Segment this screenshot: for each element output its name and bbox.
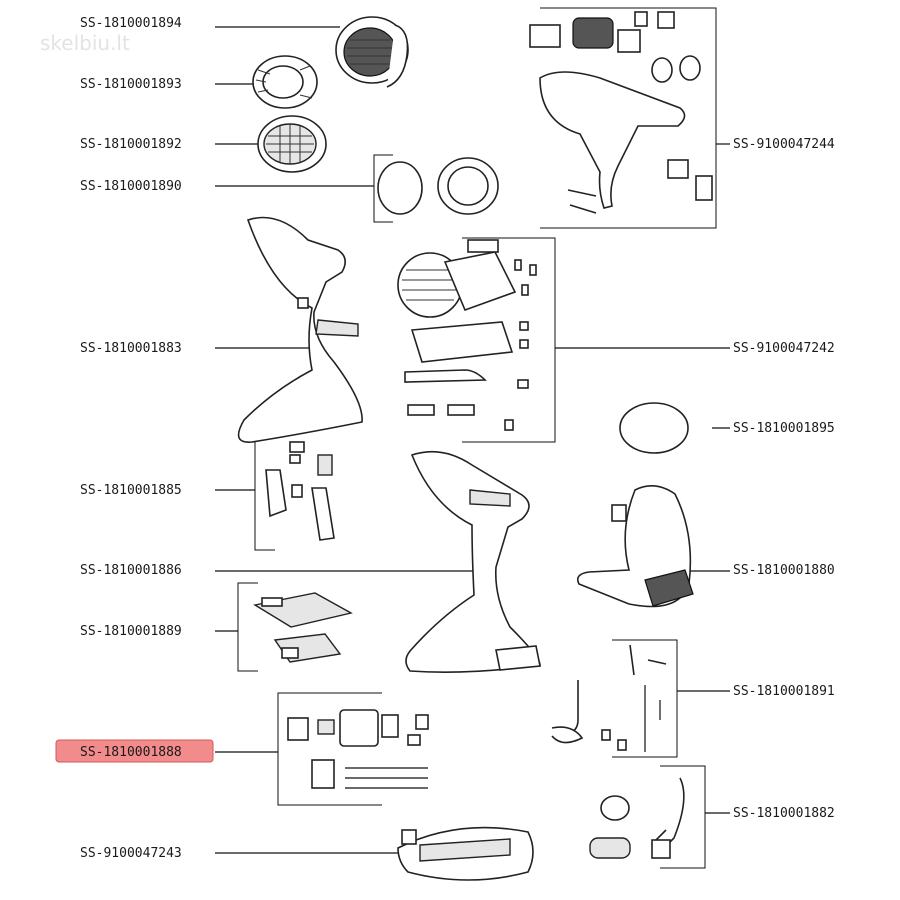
part-upper-handle	[237, 216, 363, 443]
part-main-body	[405, 450, 541, 673]
bracket-1882	[660, 765, 706, 869]
part-grille	[257, 115, 327, 173]
label-ss-1810001882[interactable]: SS-1810001882	[733, 806, 835, 821]
label-ss-1810001886[interactable]: SS-1810001886	[80, 563, 182, 578]
label-ss-1810001885[interactable]: SS-1810001885	[80, 483, 182, 498]
watermark: skelbiu.lt	[40, 31, 130, 55]
label-ss-1810001893[interactable]: SS-1810001893	[80, 77, 182, 92]
label-ss-1810001888[interactable]: SS-1810001888	[80, 745, 182, 760]
part-hoses	[551, 644, 667, 752]
part-motor-kit	[397, 239, 537, 431]
label-ss-1810001895[interactable]: SS-1810001895	[733, 421, 835, 436]
part-seal-rings	[377, 157, 499, 215]
bracket-1890	[373, 154, 393, 223]
part-pcb	[253, 592, 353, 663]
bracket-1891	[612, 639, 678, 758]
bracket-1888	[277, 692, 382, 806]
part-handle-kit	[529, 11, 713, 214]
part-lower-housing	[576, 485, 694, 608]
label-ss-1810001892[interactable]: SS-1810001892	[80, 137, 182, 152]
label-ss-1810001880[interactable]: SS-1810001880	[733, 563, 835, 578]
label-ss-9100047244[interactable]: SS-9100047244	[733, 137, 835, 152]
part-pump-set	[287, 709, 429, 789]
bracket-1889	[237, 582, 258, 672]
part-filter-ring	[252, 55, 318, 109]
part-power-cord	[589, 777, 685, 859]
label-ss-1810001883[interactable]: SS-1810001883	[80, 341, 182, 356]
label-ss-1810001894[interactable]: SS-1810001894	[80, 16, 182, 31]
part-base	[397, 826, 534, 881]
highlight-box-1810001888	[55, 739, 214, 763]
part-gasket	[619, 402, 689, 454]
label-ss-1810001890[interactable]: SS-1810001890	[80, 179, 182, 194]
label-ss-9100047243[interactable]: SS-9100047243	[80, 846, 182, 861]
label-ss-1810001891[interactable]: SS-1810001891	[733, 684, 835, 699]
part-fan-cover	[335, 16, 409, 88]
label-ss-1810001889[interactable]: SS-1810001889	[80, 624, 182, 639]
part-trigger-set	[265, 441, 335, 541]
label-ss-9100047242[interactable]: SS-9100047242	[733, 341, 835, 356]
bracket-47242	[462, 237, 556, 443]
